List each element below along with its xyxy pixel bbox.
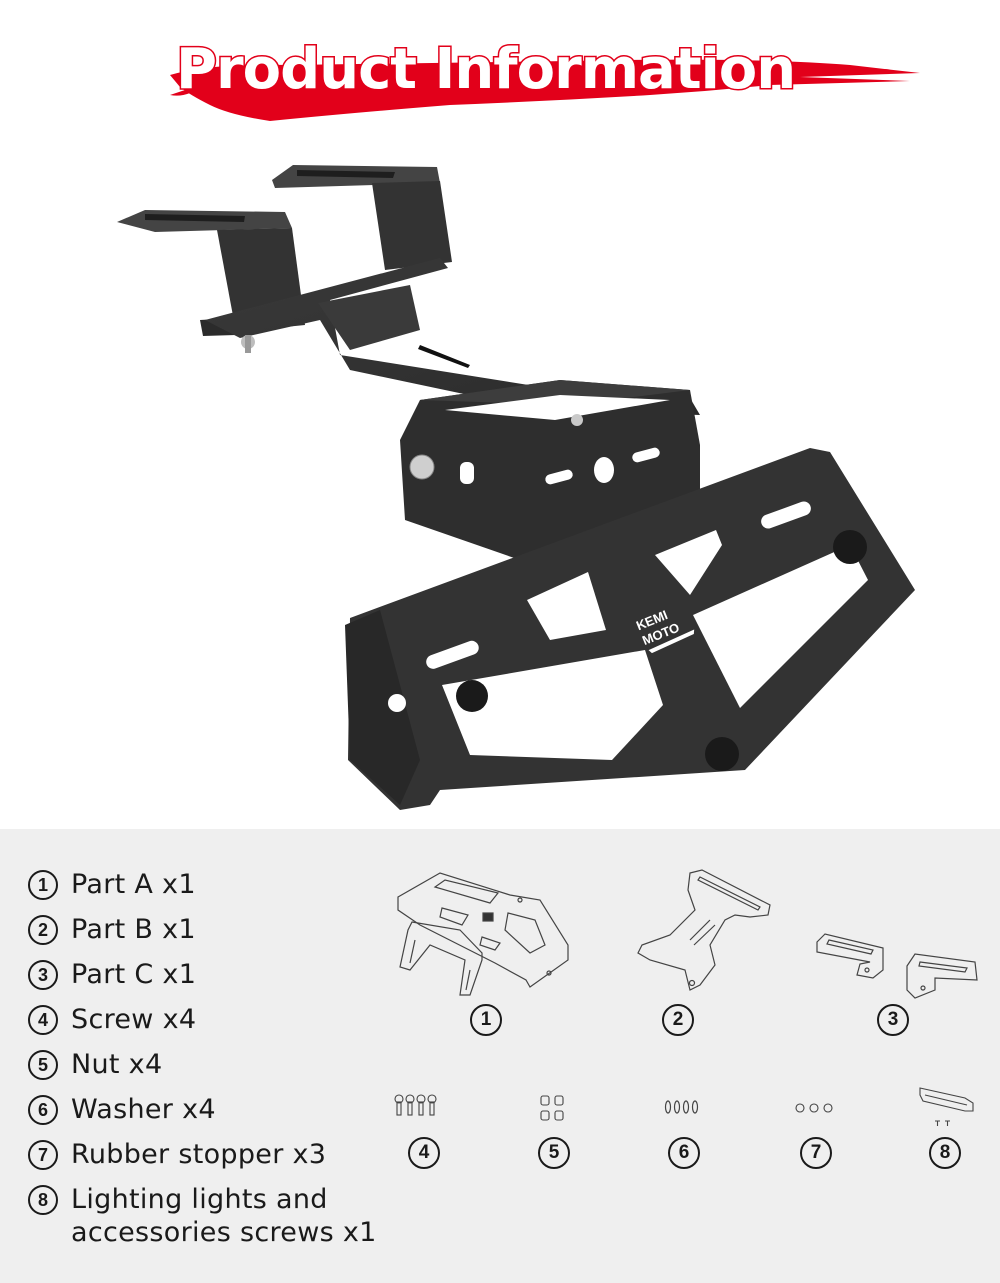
- part-label: Washer x4: [71, 1094, 216, 1125]
- right-mount-bracket: [272, 165, 452, 270]
- parts-list: 1 Part A x1 2 Part B x1 3 Part C x1 4 Sc…: [28, 866, 408, 1261]
- header-banner: Product Information: [0, 0, 1000, 140]
- screws-drawing: [394, 1094, 437, 1116]
- circled-number: 8: [28, 1185, 58, 1215]
- circled-number: 1: [28, 870, 58, 900]
- diagram-number-1: 1: [470, 1004, 502, 1036]
- list-item: 2 Part B x1: [28, 911, 408, 956]
- red-brush-stroke: [170, 59, 920, 121]
- circled-number: 7: [28, 1140, 58, 1170]
- diagram-number-8: 8: [929, 1137, 961, 1169]
- circled-number: 2: [28, 915, 58, 945]
- list-item: 5 Nut x4: [28, 1046, 408, 1091]
- part-b-drawing: [637, 869, 771, 991]
- page-title: Product Information: [175, 36, 798, 104]
- diagram-number-5: 5: [538, 1137, 570, 1169]
- washers-drawing: [664, 1100, 699, 1114]
- part-label: Screw x4: [71, 1004, 197, 1035]
- part-a-drawing: [397, 872, 569, 996]
- lighting-light-drawing: [919, 1087, 974, 1126]
- circled-number: 6: [28, 1095, 58, 1125]
- part-label: Rubber stopper x3: [71, 1139, 327, 1170]
- diagram-number-6: 6: [668, 1137, 700, 1169]
- circled-number: 4: [28, 1005, 58, 1035]
- nuts-drawing: [540, 1095, 564, 1121]
- part-label: Part B x1: [71, 914, 196, 945]
- list-item: 6 Washer x4: [28, 1091, 408, 1136]
- list-item: 8 Lighting lights and accessories screws…: [28, 1181, 408, 1261]
- circled-number: 5: [28, 1050, 58, 1080]
- part-label: Nut x4: [71, 1049, 163, 1080]
- diagram-number-2: 2: [662, 1004, 694, 1036]
- diagram-number-7: 7: [800, 1137, 832, 1169]
- rubber-stoppers-drawing: [795, 1103, 833, 1113]
- part-label: Lighting lights and accessories screws x…: [71, 1184, 377, 1248]
- parts-panel: [0, 829, 1000, 1283]
- list-item: 1 Part A x1: [28, 866, 408, 911]
- product-photo: KEMI MOTO: [117, 165, 915, 810]
- circled-number: 3: [28, 960, 58, 990]
- diagram-number-3: 3: [877, 1004, 909, 1036]
- list-item: 7 Rubber stopper x3: [28, 1136, 408, 1181]
- part-label: Part C x1: [71, 959, 197, 990]
- list-item: 3 Part C x1: [28, 956, 408, 1001]
- part-label: Part A x1: [71, 869, 196, 900]
- part-c-drawing: [816, 933, 978, 999]
- list-item: 4 Screw x4: [28, 1001, 408, 1046]
- diagram-number-4: 4: [408, 1137, 440, 1169]
